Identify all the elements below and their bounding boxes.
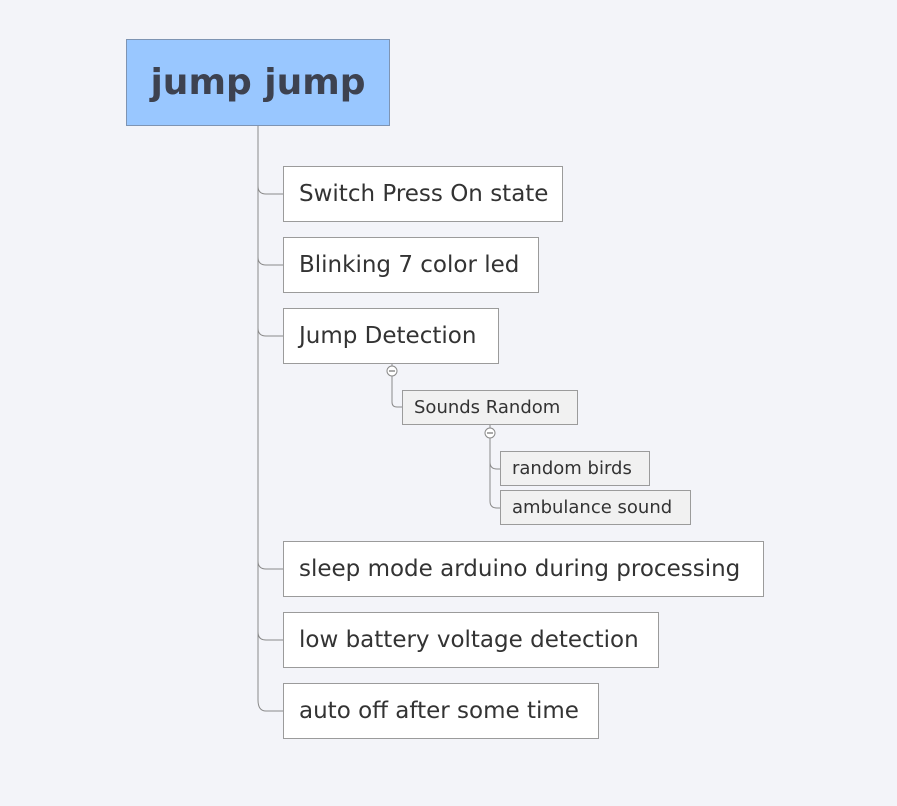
connector-branch-3 [257,327,284,337]
connector-sounds-random [391,376,403,408]
connector-branch-4 [257,560,284,570]
connector-ambulance-sound [489,462,501,509]
subtopic-random-birds[interactable]: random birds [500,451,650,486]
topic-auto-off[interactable]: auto off after some time [283,683,599,739]
collapse-jump-detection-icon[interactable] [386,365,398,377]
topic-low-battery-voltage-detection[interactable]: low battery voltage detection [283,612,659,668]
connector-branch-1 [257,185,284,195]
connector-branch-5 [257,631,284,641]
collapse-sounds-random-icon[interactable] [484,427,496,439]
root-topic[interactable]: jump jump [126,39,390,126]
connector-branch-6 [257,699,284,712]
subtopic-ambulance-sound[interactable]: ambulance sound [500,490,691,525]
topic-jump-detection[interactable]: Jump Detection [283,308,499,364]
connector-branch-2 [257,256,284,266]
topic-sleep-mode-arduino[interactable]: sleep mode arduino during processing [283,541,764,597]
topic-blinking-7-color-led[interactable]: Blinking 7 color led [283,237,539,293]
topic-switch-press-on-state[interactable]: Switch Press On state [283,166,563,222]
subtopic-sounds-random[interactable]: Sounds Random [402,390,578,425]
